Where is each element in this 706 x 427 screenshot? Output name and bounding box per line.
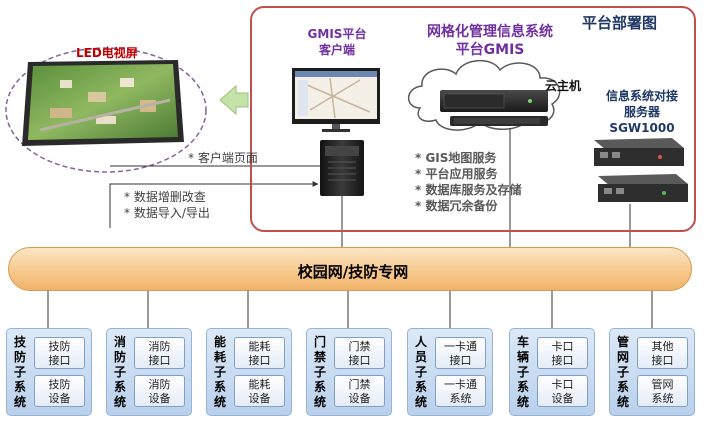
data-ops-line [109, 181, 319, 228]
subsystem-device-box: 消防 设备 [134, 375, 185, 407]
subsystem-name: 消防子系统 [114, 335, 127, 409]
subsystem-device-box: 一卡通 系统 [435, 375, 486, 407]
subsystem-interface-box: 消防 接口 [134, 337, 185, 369]
subsystem-device-label: 管网 系统 [651, 378, 674, 405]
subsystem-device-box: 能耗 设备 [234, 375, 285, 407]
led-title: LED电视屏 [76, 46, 138, 60]
subsystem-card: 消防子系统 消防 接口 消防 设备 [106, 328, 192, 416]
subsystem-name: 车辆子系统 [517, 335, 530, 409]
data-ops-item: * 数据导入/导出 [124, 206, 210, 220]
service-item: * 数据冗余备份 [415, 199, 498, 213]
platform-title: 平台部署图 [582, 14, 658, 32]
network-bar [8, 247, 692, 291]
service-list: * GIS地图服务 * 平台应用服务 * 数据库服务及存储 * 数据冗余备份 [415, 150, 521, 214]
gmis-client-line1: GMIS平台 [307, 27, 367, 41]
subsystem-device-label: 消防 设备 [148, 378, 171, 405]
subsystem-interface-label: 消防 接口 [148, 340, 171, 367]
subsystem-name: 管网子系统 [617, 335, 630, 409]
subsystem-interface-label: 门禁 接口 [348, 340, 371, 367]
subsystem-name: 能耗子系统 [214, 335, 227, 409]
sgw-line2: 服务器 [623, 105, 660, 119]
subsystem-interface-box: 门禁 接口 [334, 337, 385, 369]
monitor-icon [292, 68, 380, 132]
gmis-client-title: GMIS平台 客户端 [292, 26, 382, 58]
subsystem-interface-label: 其他 接口 [651, 340, 674, 367]
sgw-line1: 信息系统对接 [605, 89, 678, 103]
service-item: * GIS地图服务 [415, 151, 497, 165]
sgw-server-icon [594, 138, 688, 202]
subsystem-name: 门禁子系统 [314, 335, 327, 409]
rack-server-icon [440, 90, 548, 126]
subsystem-device-box: 管网 系统 [637, 375, 688, 407]
sgw-line3: SGW1000 [609, 121, 675, 135]
gmis-system-line1: 网格化管理信息系统 [427, 24, 553, 40]
subsystem-device-box: 门禁 设备 [334, 375, 385, 407]
subsystem-device-box: 卡口 设备 [537, 375, 588, 407]
subsystem-interface-box: 能耗 接口 [234, 337, 285, 369]
sgw-title: 信息系统对接 服务器 SGW1000 [586, 88, 698, 136]
data-ops-item: * 数据增删改查 [124, 190, 206, 204]
cloud-host-label: 云主机 [545, 79, 582, 93]
subsystem-interface-label: 一卡通 接口 [444, 340, 477, 367]
led-tv-icon [22, 60, 184, 146]
subsystem-name: 人员子系统 [415, 335, 428, 409]
subsystem-interface-label: 技防 接口 [48, 340, 71, 367]
subsystem-card: 人员子系统 一卡通 接口 一卡通 系统 [407, 328, 493, 416]
gmis-system-title: 网格化管理信息系统 平台GMIS [405, 23, 575, 59]
subsystem-name: 技防子系统 [14, 335, 27, 409]
subsystem-card: 技防子系统 技防 接口 技防 设备 [6, 328, 92, 416]
subsystem-device-label: 一卡通 系统 [444, 378, 477, 405]
subsystem-interface-box: 卡口 接口 [537, 337, 588, 369]
gmis-system-line2: 平台GMIS [455, 42, 525, 58]
network-label: 校园网/技防专网 [297, 263, 409, 281]
platform-box [250, 6, 696, 232]
subsystem-device-label: 能耗 设备 [248, 378, 271, 405]
tower-server-icon [320, 140, 364, 196]
subsystem-interface-label: 能耗 接口 [248, 340, 271, 367]
subsystem-device-label: 卡口 设备 [551, 378, 574, 405]
connection-lines [47, 128, 653, 328]
subsystem-card: 管网子系统 其他 接口 管网 系统 [609, 328, 695, 416]
subsystem-card: 能耗子系统 能耗 接口 能耗 设备 [206, 328, 292, 416]
service-item: * 平台应用服务 [415, 167, 498, 181]
subsystem-card: 车辆子系统 卡口 接口 卡口 设备 [509, 328, 595, 416]
subsystem-interface-box: 技防 接口 [34, 337, 85, 369]
green-arrow-icon [219, 84, 249, 116]
subsystem-device-box: 技防 设备 [34, 375, 85, 407]
subsystem-interface-label: 卡口 接口 [551, 340, 574, 367]
subsystem-card: 门禁子系统 门禁 接口 门禁 设备 [306, 328, 392, 416]
led-ellipse [5, 47, 207, 173]
subsystem-device-label: 门禁 设备 [348, 378, 371, 405]
subsystem-device-label: 技防 设备 [48, 378, 71, 405]
subsystem-interface-box: 一卡通 接口 [435, 337, 486, 369]
subsystem-interface-box: 其他 接口 [637, 337, 688, 369]
service-item: * 数据库服务及存储 [415, 183, 522, 197]
client-page-note: * 客户端页面 [188, 151, 258, 165]
gmis-client-line2: 客户端 [318, 43, 355, 57]
data-ops-note: * 数据增删改查 * 数据导入/导出 [124, 189, 210, 221]
